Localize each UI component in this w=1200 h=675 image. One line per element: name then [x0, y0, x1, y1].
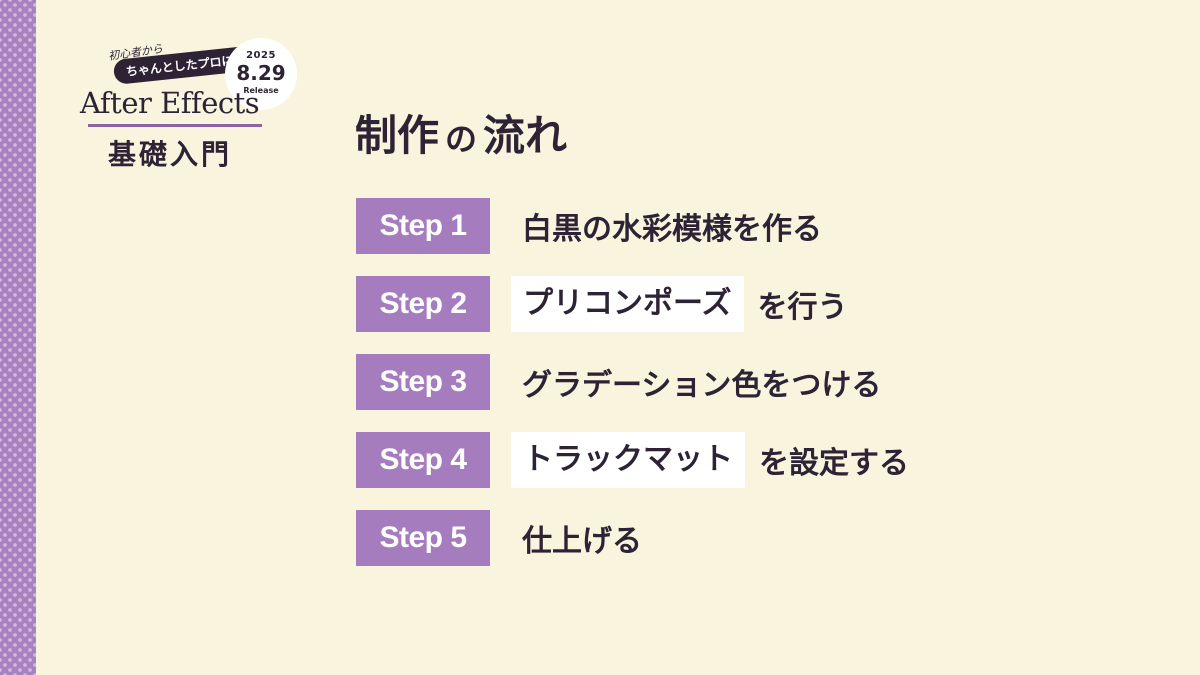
page-title-part1: 制作	[355, 111, 440, 160]
course-logo: 初心者から ちゃんとしたプロになる 2025 8.29 Release Afte…	[80, 36, 310, 176]
step-label: Step 5	[356, 510, 490, 566]
page-title-particle: の	[445, 120, 478, 158]
step-description: 仕上げる	[522, 510, 642, 566]
step-text: 白黒の水彩模様を作る	[522, 212, 822, 247]
step-description: グラデーション色をつける	[522, 354, 881, 410]
step-description: 白黒の水彩模様を作る	[522, 198, 822, 254]
logo-subtitle: 基礎入門	[108, 138, 233, 171]
step-row-3: Step 3 グラデーション色をつける	[356, 354, 1156, 410]
step-text: を設定する	[759, 446, 909, 481]
step-label: Step 2	[356, 276, 490, 332]
decorative-side-stripe	[0, 0, 36, 675]
logo-divider	[88, 124, 262, 127]
step-label: Step 4	[356, 432, 490, 488]
logo-product-name: After Effects	[80, 86, 260, 120]
page-title-part2: 流れ	[483, 111, 568, 160]
step-description: トラックマットを設定する	[511, 432, 909, 488]
step-row-4: Step 4 トラックマットを設定する	[356, 432, 1156, 488]
step-label: Step 1	[356, 198, 490, 254]
release-year: 2025	[246, 50, 276, 61]
step-row-1: Step 1 白黒の水彩模様を作る	[356, 198, 1156, 254]
release-label: Release	[243, 86, 279, 95]
release-date-badge: 2025 8.29 Release	[225, 38, 297, 110]
step-highlight: トラックマット	[511, 432, 745, 488]
step-text: 仕上げる	[522, 524, 642, 559]
step-text: を行う	[757, 290, 848, 325]
step-row-2: Step 2 プリコンポーズを行う	[356, 276, 1156, 332]
steps-list: Step 1 白黒の水彩模様を作る Step 2 プリコンポーズを行う Step…	[356, 198, 1156, 588]
step-row-5: Step 5 仕上げる	[356, 510, 1156, 566]
step-description: プリコンポーズを行う	[511, 276, 848, 332]
release-date: 8.29	[236, 61, 286, 85]
step-highlight: プリコンポーズ	[511, 276, 744, 332]
page-title: 制作の流れ	[355, 106, 567, 169]
step-text: グラデーション色をつける	[522, 368, 882, 403]
step-label: Step 3	[356, 354, 490, 410]
